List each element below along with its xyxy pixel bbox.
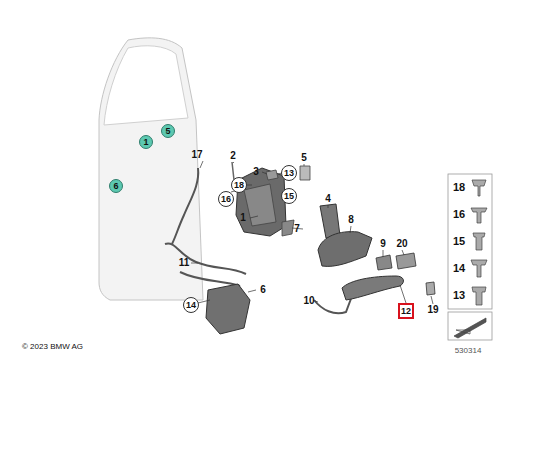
table-cell: 18	[448, 174, 492, 201]
callout-number: 3	[253, 167, 259, 177]
callout-circle: 15	[281, 188, 297, 204]
window-opening	[104, 46, 188, 125]
callout-number: 11	[179, 258, 190, 268]
callout-number: 5	[165, 127, 170, 136]
callout-number: 15	[284, 192, 294, 201]
callout-number: 8	[348, 215, 354, 225]
copyright-note: © 2023 BMW AG	[22, 343, 83, 351]
callout-number: 2	[230, 151, 236, 161]
callout-number: 6	[260, 285, 266, 295]
handle-carrier	[318, 232, 372, 267]
callout-number: 7	[294, 224, 300, 234]
table-cell: 15	[448, 228, 492, 255]
fastener-table	[448, 174, 492, 340]
callout-number: 17	[191, 150, 202, 160]
callout-circle: 5	[161, 124, 175, 138]
cable	[165, 243, 246, 274]
diagram-number: 530314	[455, 347, 482, 355]
callout-circle: 13	[281, 165, 297, 181]
callout-circle: 6	[109, 179, 123, 193]
door-shell	[99, 38, 203, 300]
callout-number: 18	[453, 182, 465, 193]
cable	[180, 272, 240, 286]
callout-number: 16	[453, 209, 465, 220]
callout-number: 1	[143, 138, 148, 147]
callout-number: 6	[113, 182, 118, 191]
callout-number: 13	[284, 169, 294, 178]
cover	[426, 282, 435, 295]
callout-circle: 16	[218, 191, 234, 207]
callout-number: 16	[221, 195, 231, 204]
callout-circle: 1	[139, 135, 153, 149]
callout-number: 5	[301, 153, 307, 163]
callout-number: 12	[401, 307, 411, 316]
callout-number: 9	[380, 239, 386, 249]
callout-circle: 18	[231, 177, 247, 193]
table-cell: 13	[448, 282, 492, 309]
callout-number: 19	[427, 305, 438, 315]
callout-number: 14	[186, 301, 196, 310]
lock-detail	[244, 184, 276, 226]
door-handle	[342, 276, 403, 300]
callout-circle: 14	[183, 297, 199, 313]
callout-number: 13	[453, 290, 465, 301]
callout-number: 4	[325, 194, 331, 204]
bracket	[206, 284, 250, 334]
table-cell: 14	[448, 255, 492, 282]
cap	[396, 253, 416, 269]
cable	[172, 168, 198, 244]
highlighted-callout: 12	[398, 303, 414, 319]
callout-number: 1	[240, 213, 246, 223]
callout-number: 15	[453, 236, 465, 247]
callout-number: 18	[234, 181, 244, 190]
striker-bolt	[300, 166, 310, 180]
callout-number: 20	[396, 239, 407, 249]
bracket	[320, 204, 340, 238]
clip	[266, 170, 278, 180]
callout-number: 14	[453, 263, 465, 274]
table-cell: 16	[448, 201, 492, 228]
leader-lines	[191, 161, 433, 304]
callout-number: 10	[303, 296, 314, 306]
fastener-icons	[454, 180, 487, 338]
lock-cylinder	[376, 255, 392, 270]
